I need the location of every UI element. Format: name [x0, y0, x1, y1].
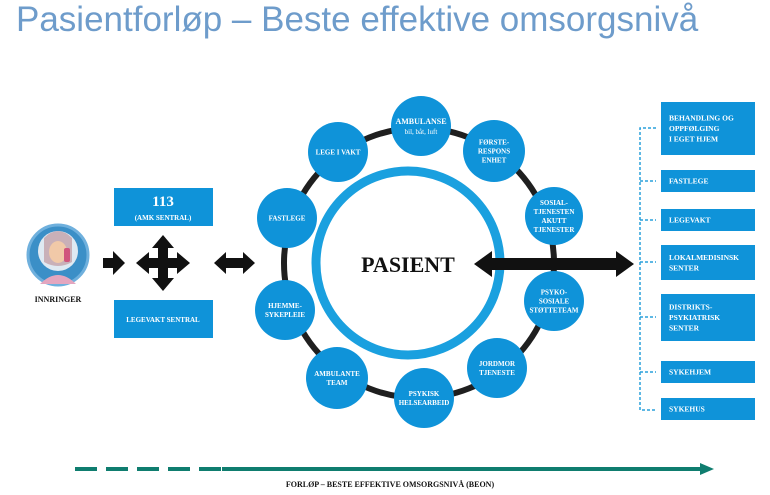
- destination-label: LOKALMEDISINSK: [669, 253, 739, 262]
- destination-fastlege: FASTLEGE: [661, 170, 755, 192]
- satellite-label: STØTTETEAM: [529, 306, 578, 314]
- satellite-label: TJENESTEN: [534, 208, 575, 216]
- footer-arrow: [75, 463, 714, 475]
- satellite-lege-i-vakt: LEGE I VAKT: [308, 122, 368, 182]
- satellite-label: JORDMOR: [479, 360, 516, 368]
- satellite-label: HJEMME-: [268, 302, 302, 310]
- satellite-label: TJENESTER: [534, 226, 576, 234]
- destination-distriktspsykiatrisk: DISTRIKTS-PSYKIATRISK SENTER: [661, 294, 755, 341]
- destination-label: SYKEHJEM: [669, 368, 711, 377]
- satellite-circle: [255, 280, 315, 340]
- satellite-circle: [308, 122, 368, 182]
- satellite-circle: [467, 338, 527, 398]
- satellite-label: TEAM: [327, 379, 348, 387]
- satellite-label: AMBULANSE: [395, 117, 446, 126]
- satellite-label: PSYKISK: [409, 390, 440, 398]
- legevakt-sentral-label: LEGEVAKT SENTRAL: [126, 316, 200, 324]
- satellite-label: HELSEARBEID: [399, 399, 450, 407]
- center-label: PASIENT: [361, 252, 455, 277]
- footer-label: FORLØP – BESTE EFFEKTIVE OMSORGSNIVÅ (BE…: [286, 480, 495, 489]
- person-phone-icon: [38, 231, 78, 284]
- caller-avatar: [26, 223, 90, 287]
- caller-label: INNRINGER: [35, 295, 82, 304]
- satellite-label: bil, båt, luft: [405, 128, 438, 136]
- destination-label: FASTLEGE: [669, 177, 708, 186]
- satellite-label: FØRSTE-: [479, 138, 510, 146]
- satellite-label: SOSIAL-: [540, 199, 569, 207]
- destination-label: PSYKIATRISK: [669, 313, 720, 322]
- satellite-fastlege: FASTLEGE: [257, 188, 317, 248]
- destination-box: [661, 102, 755, 155]
- destination-legevakt: LEGEVAKT: [661, 209, 755, 231]
- destination-box: [661, 209, 755, 231]
- satellite-label: ENHET: [482, 156, 507, 164]
- satellite-circle: [525, 187, 583, 245]
- satellite-ambulanse: AMBULANSE bil, båt, luft: [391, 96, 451, 156]
- destination-label: I EGET HJEM: [669, 135, 718, 144]
- amk-number: 113: [152, 194, 174, 210]
- destination-label: OPPFØLGING: [669, 124, 720, 133]
- destination-label: BEHANDLING OG: [669, 114, 734, 123]
- satellite-label: AKUTT: [542, 217, 567, 225]
- destination-label: SENTER: [669, 263, 700, 272]
- satellite-label: TJENESTE: [479, 369, 515, 377]
- destination-box: [661, 170, 755, 192]
- destination-label: LEGEVAKT: [669, 216, 711, 225]
- destination-sykehjem: SYKEHJEM: [661, 361, 755, 383]
- legevakt-sentral-box: LEGEVAKT SENTRAL: [114, 300, 213, 338]
- satellite-hjemmesykepleie: HJEMME-SYKEPLEIE: [255, 280, 315, 340]
- amk-113-box: 113 (AMK SENTRAL): [114, 188, 213, 226]
- satellite-circle: [306, 347, 368, 409]
- satellite-label: RESPONS: [478, 147, 510, 155]
- destination-box: [661, 245, 755, 280]
- destination-label: SENTER: [669, 324, 700, 333]
- satellite-circle: [391, 96, 451, 156]
- destination-box: [661, 294, 755, 341]
- right-arrow-icon: [103, 251, 125, 275]
- destination-sykehus: SYKEHUS: [661, 398, 755, 420]
- destinations-bracket: [639, 127, 656, 411]
- destination-box: [661, 398, 755, 420]
- satellite-label: PSYKO-: [541, 288, 568, 296]
- satellite-label: AMBULANTE: [314, 370, 360, 378]
- satellite-label: FASTLEGE: [269, 214, 306, 222]
- destination-box: [661, 361, 755, 383]
- double-arrow-icon: [214, 252, 255, 274]
- satellite-circle: [463, 120, 525, 182]
- satellite-circle: [257, 188, 317, 248]
- four-way-arrow-icon: [136, 235, 190, 291]
- satellite-circle: [394, 368, 454, 428]
- satellite-label: SOSIALE: [539, 297, 570, 305]
- satellite-label: LEGE I VAKT: [316, 148, 361, 156]
- satellite-circle: [524, 271, 584, 331]
- destination-label: DISTRIKTS-: [669, 303, 713, 312]
- long-double-arrow: [474, 251, 634, 277]
- satellite-label: SYKEPLEIE: [265, 311, 305, 319]
- amk-label: (AMK SENTRAL): [135, 214, 192, 222]
- destination-label: SYKEHUS: [669, 405, 705, 414]
- slide-title: Pasientforløp – Beste effektive omsorgsn…: [16, 0, 699, 39]
